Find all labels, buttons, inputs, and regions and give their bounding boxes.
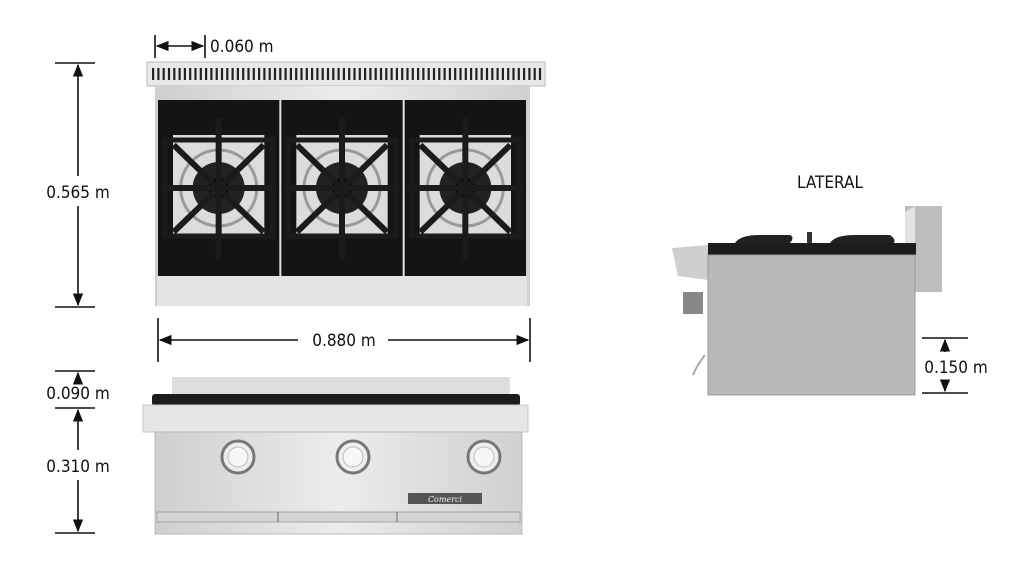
backsplash xyxy=(172,377,510,397)
grates-front xyxy=(152,394,520,406)
dimension-label: 0.880 m xyxy=(312,331,376,351)
front-view: Comerci xyxy=(142,377,529,535)
back-vent-panel xyxy=(146,61,546,87)
dimension-heights: 0.090 m 0.310 m xyxy=(46,370,110,534)
burner xyxy=(281,100,403,276)
control-knob[interactable] xyxy=(220,439,256,475)
dimension-label: 0.150 m xyxy=(924,358,988,378)
burners-top xyxy=(158,100,526,276)
dimension-leg-height: 0.150 m xyxy=(922,337,988,394)
front-rim-side xyxy=(672,245,708,280)
top-rim xyxy=(142,404,529,433)
dimension-width: 0.880 m xyxy=(157,318,531,362)
lateral-view: LATERAL xyxy=(672,173,942,396)
dimension-label: 0.060 m xyxy=(210,37,274,57)
burner xyxy=(158,100,280,276)
dimension-label: 0.565 m xyxy=(46,183,110,203)
side-panel xyxy=(707,254,916,396)
brand-logo xyxy=(408,493,482,504)
dimension-depth: 0.565 m xyxy=(46,62,110,308)
control-knob[interactable] xyxy=(466,439,502,475)
drip-tray xyxy=(156,511,521,523)
brand-logo-text: Comerci xyxy=(428,495,463,504)
top-view xyxy=(146,61,546,306)
grate-side xyxy=(708,243,916,255)
dimension-label: 0.310 m xyxy=(46,457,110,477)
view-title: LATERAL xyxy=(797,173,863,193)
vent-slots xyxy=(152,68,542,80)
dimension-backsplash-depth: 0.060 m xyxy=(154,35,274,58)
burner xyxy=(404,100,526,276)
dimension-label: 0.090 m xyxy=(46,384,110,404)
knob-side xyxy=(683,292,703,314)
front-rail-top xyxy=(157,276,527,306)
control-knob[interactable] xyxy=(335,439,371,475)
